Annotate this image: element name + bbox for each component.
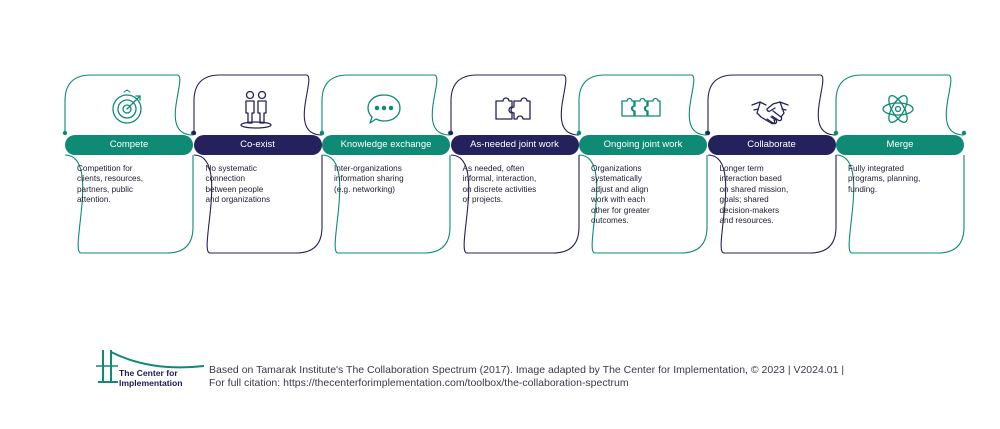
step-description-line: clients, resources, bbox=[77, 174, 143, 184]
step-label: Collaborate bbox=[747, 139, 796, 150]
step-description-line: other for greater bbox=[591, 205, 650, 215]
step-description-line: systematically bbox=[591, 174, 642, 184]
two-people-icon bbox=[239, 90, 272, 129]
step-description-line: Longer term bbox=[719, 164, 764, 173]
step-description-line: funding. bbox=[848, 184, 878, 194]
step-description-line: and resources. bbox=[719, 216, 774, 226]
step-label-pill: Ongoing joint work bbox=[579, 135, 707, 155]
step-label: Knowledge exchange bbox=[340, 139, 432, 150]
handshake-icon bbox=[750, 101, 789, 125]
step-description-line: interaction based bbox=[719, 174, 782, 184]
step-description-line: connection bbox=[205, 174, 246, 184]
step-description-line: adjust and align bbox=[591, 184, 649, 194]
step-label-pill: Co-exist bbox=[193, 135, 322, 155]
step-description-line: (e.g. networking) bbox=[334, 184, 395, 194]
step-description-line: attention. bbox=[77, 195, 111, 205]
step-description-line: Organizations bbox=[591, 164, 642, 173]
step-frame bbox=[833, 74, 967, 254]
step-description-line: As needed, often bbox=[462, 164, 525, 173]
two-puzzle-pieces-icon bbox=[494, 97, 531, 120]
step-label: Co-exist bbox=[240, 139, 275, 150]
step-description-line: information sharing bbox=[334, 174, 404, 184]
step-label: Compete bbox=[109, 139, 149, 150]
citation-line-2: For full citation: https://thecenterfori… bbox=[209, 377, 629, 389]
target-icon bbox=[112, 89, 142, 124]
step-description-line: between people bbox=[205, 184, 264, 194]
step-description-line: programs, planning, bbox=[848, 174, 921, 184]
step-description-line: outcomes. bbox=[591, 216, 629, 226]
step-label-pill: Compete bbox=[65, 135, 193, 155]
atom-icon bbox=[882, 95, 914, 123]
step-description-line: decision-makers bbox=[719, 205, 780, 215]
center-for-implementation-logo bbox=[96, 350, 205, 383]
step-description-line: and organizations bbox=[205, 195, 271, 205]
step-label: As-needed joint work bbox=[470, 139, 559, 150]
logo-line-1: The Center for bbox=[119, 368, 178, 378]
step-label: Ongoing joint work bbox=[603, 139, 683, 150]
step-label: Merge bbox=[886, 139, 914, 150]
step-label-pill: Knowledge exchange bbox=[322, 135, 450, 155]
step-description-line: or projects. bbox=[462, 195, 504, 205]
citation-line-1: Based on Tamarak Institute's The Collabo… bbox=[209, 364, 845, 376]
step-description-line: Inter-organizations bbox=[334, 164, 402, 173]
step-description-line: on shared mission, bbox=[719, 184, 789, 194]
speech-bubble-icon bbox=[367, 94, 401, 124]
step-description-line: on discrete activities bbox=[462, 184, 537, 194]
step-label-pill: As-needed joint work bbox=[450, 135, 579, 155]
step-description-line: work with each bbox=[591, 195, 646, 205]
three-puzzle-pieces-icon bbox=[621, 97, 661, 117]
step-description-line: Competition for bbox=[77, 164, 133, 173]
step-description-line: Fully integrated bbox=[848, 164, 904, 173]
step-description-line: informal, interaction, bbox=[462, 174, 537, 184]
step-label-pill: Collaborate bbox=[707, 135, 836, 155]
citation: Based on Tamarak Institute's The Collabo… bbox=[209, 364, 844, 390]
step-description-line: partners, public bbox=[77, 184, 133, 194]
step-label-pill: Merge bbox=[836, 135, 964, 155]
logo-text: The Center for Implementation bbox=[119, 368, 183, 388]
logo-line-2: Implementation bbox=[119, 378, 183, 388]
step-description-line: No systematic bbox=[205, 164, 257, 173]
step-description-line: goals; shared bbox=[719, 195, 769, 205]
